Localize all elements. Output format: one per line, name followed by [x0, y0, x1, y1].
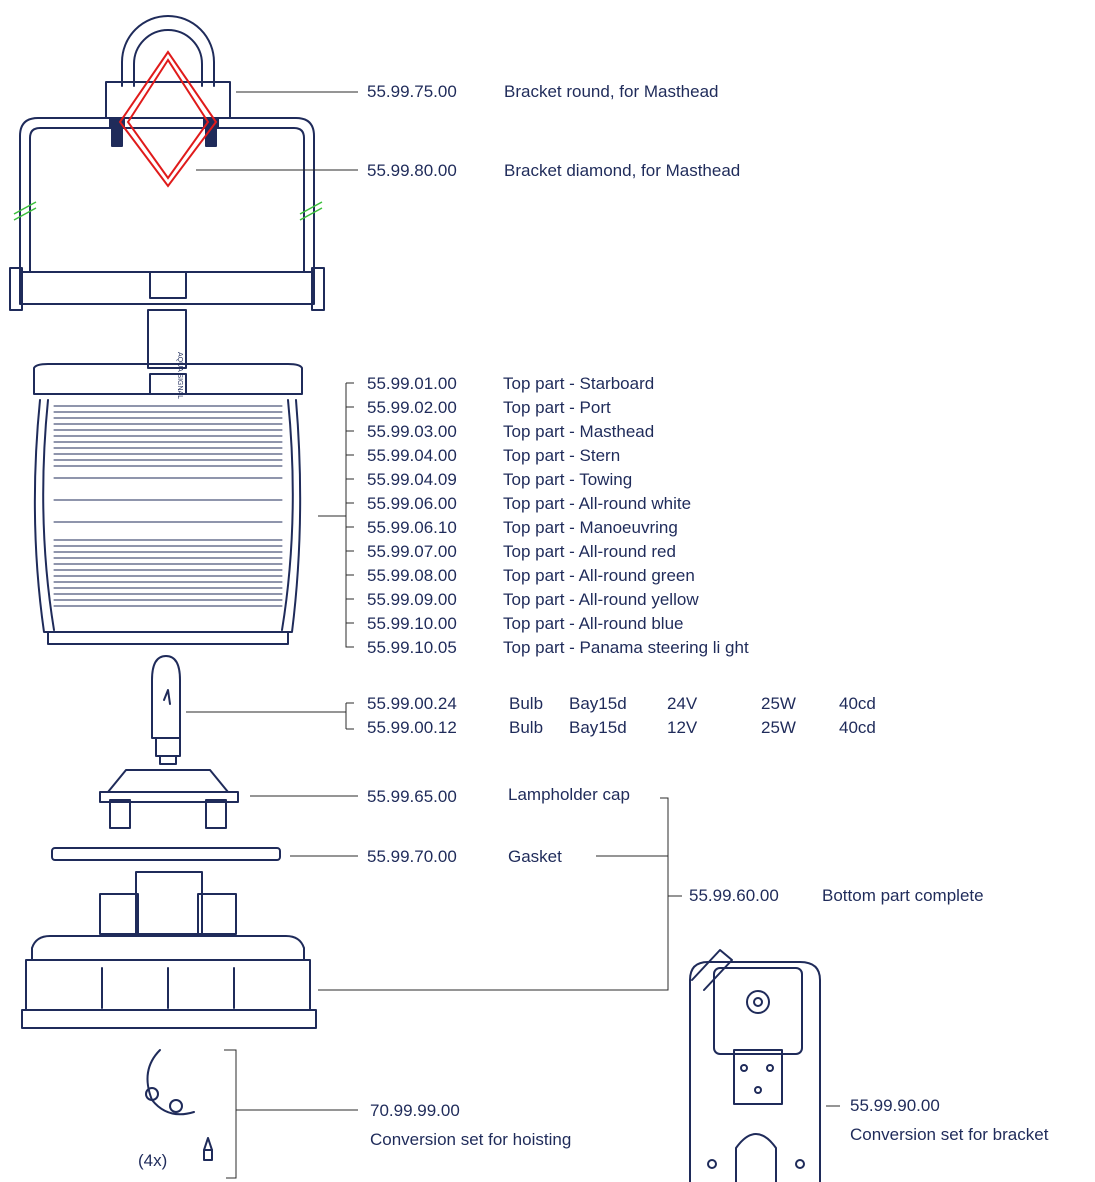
hoisting-hardware-drawing [145, 1049, 213, 1161]
gasket-code: 55.99.70.00 [367, 847, 457, 866]
break-marks [13, 201, 323, 221]
bracket-set-desc: Conversion set for bracket [850, 1125, 1049, 1144]
bracket-round-desc: Bracket round, for Masthead [504, 82, 719, 101]
conversion-bracket-drawing [689, 949, 821, 1182]
bracket-diamond-desc: Bracket diamond, for Masthead [504, 161, 741, 180]
screw-quantity: (4x) [138, 1151, 168, 1170]
leader-lines [186, 91, 840, 1179]
hoisting-set-code: 70.99.99.00 [370, 1101, 460, 1120]
frame-bracket-drawing [9, 117, 325, 311]
brand-mark: AQUA SIGNAL [176, 352, 183, 399]
gasket-drawing [51, 847, 281, 861]
hoisting-set-desc: Conversion set for hoisting [370, 1130, 572, 1149]
bottom-part-code: 55.99.60.00 [689, 886, 779, 905]
bulb-drawing [151, 655, 181, 765]
bracket-set-code: 55.99.90.00 [850, 1096, 940, 1115]
bracket-diamond-code: 55.99.80.00 [367, 161, 457, 180]
lampholder-cap-drawing [99, 769, 239, 829]
bottom-part-desc: Bottom part complete [822, 886, 984, 905]
lampholder-cap-desc: Lampholder cap [508, 785, 630, 804]
top-part-drawing [33, 309, 303, 645]
bottom-part-drawing [21, 871, 317, 1029]
bracket-diamond-drawing [118, 50, 218, 188]
lens-ribs [53, 405, 283, 607]
gasket-desc: Gasket [508, 847, 562, 866]
bracket-round-code: 55.99.75.00 [367, 82, 457, 101]
lampholder-cap-code: 55.99.65.00 [367, 787, 457, 806]
bracket-round-drawing [105, 15, 231, 119]
